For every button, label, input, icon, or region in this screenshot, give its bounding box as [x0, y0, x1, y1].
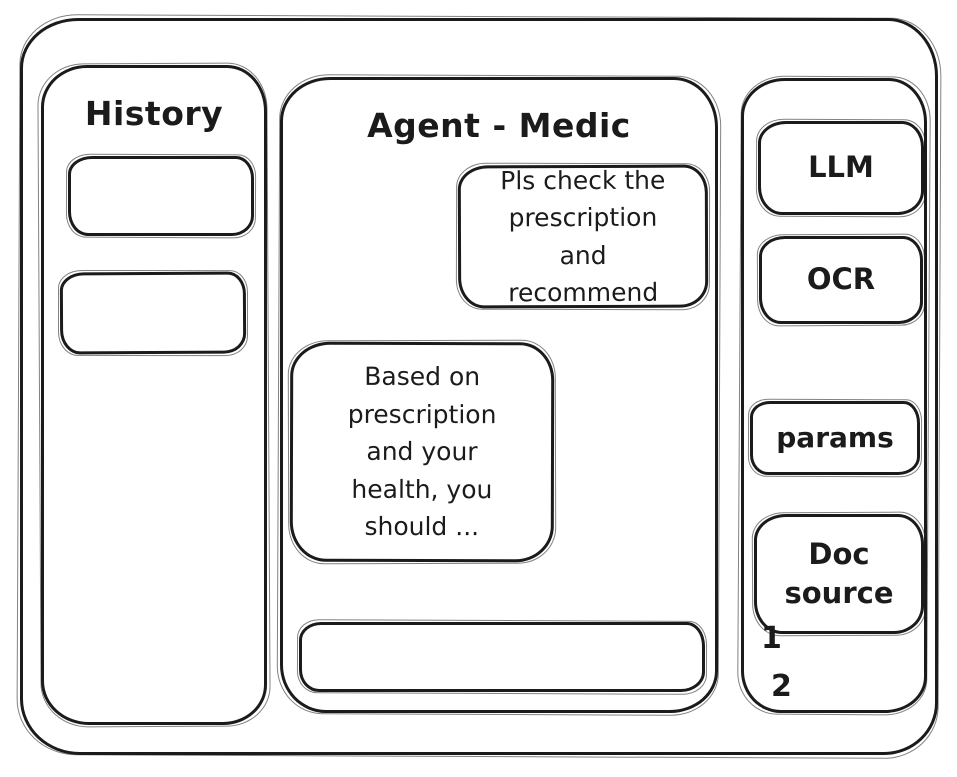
- user-message-bubble: Pls check the prescription and recommend: [457, 164, 709, 309]
- ocr-button[interactable]: OCR: [759, 236, 923, 324]
- doc-source-button-label: Doc source: [784, 536, 894, 610]
- tools-panel: LLM OCR params Doc source 1 2: [741, 78, 927, 713]
- agent-message-text: Based on prescription and your health, y…: [347, 362, 497, 542]
- doc-source-item-2[interactable]: 2: [771, 669, 792, 704]
- message-input[interactable]: [299, 622, 705, 692]
- ocr-button-label: OCR: [806, 262, 876, 297]
- history-item[interactable]: [59, 271, 247, 355]
- doc-source-button[interactable]: Doc source: [754, 514, 924, 634]
- app-window: History Agent - Medic Pls check the pres…: [20, 18, 938, 755]
- user-message-text: Pls check the prescription and recommend: [500, 165, 666, 308]
- chat-panel: Agent - Medic Pls check the prescription…: [280, 77, 718, 713]
- agent-message-bubble: Based on prescription and your health, y…: [289, 341, 555, 563]
- history-panel: History: [41, 65, 267, 725]
- params-button[interactable]: params: [750, 401, 920, 475]
- llm-button-label: LLM: [808, 150, 874, 185]
- history-title: History: [84, 94, 224, 133]
- llm-button[interactable]: LLM: [758, 121, 924, 215]
- history-item[interactable]: [68, 156, 254, 236]
- chat-title: Agent - Medic: [367, 106, 631, 145]
- doc-source-item-1[interactable]: 1: [761, 621, 782, 656]
- params-button-label: params: [776, 421, 894, 455]
